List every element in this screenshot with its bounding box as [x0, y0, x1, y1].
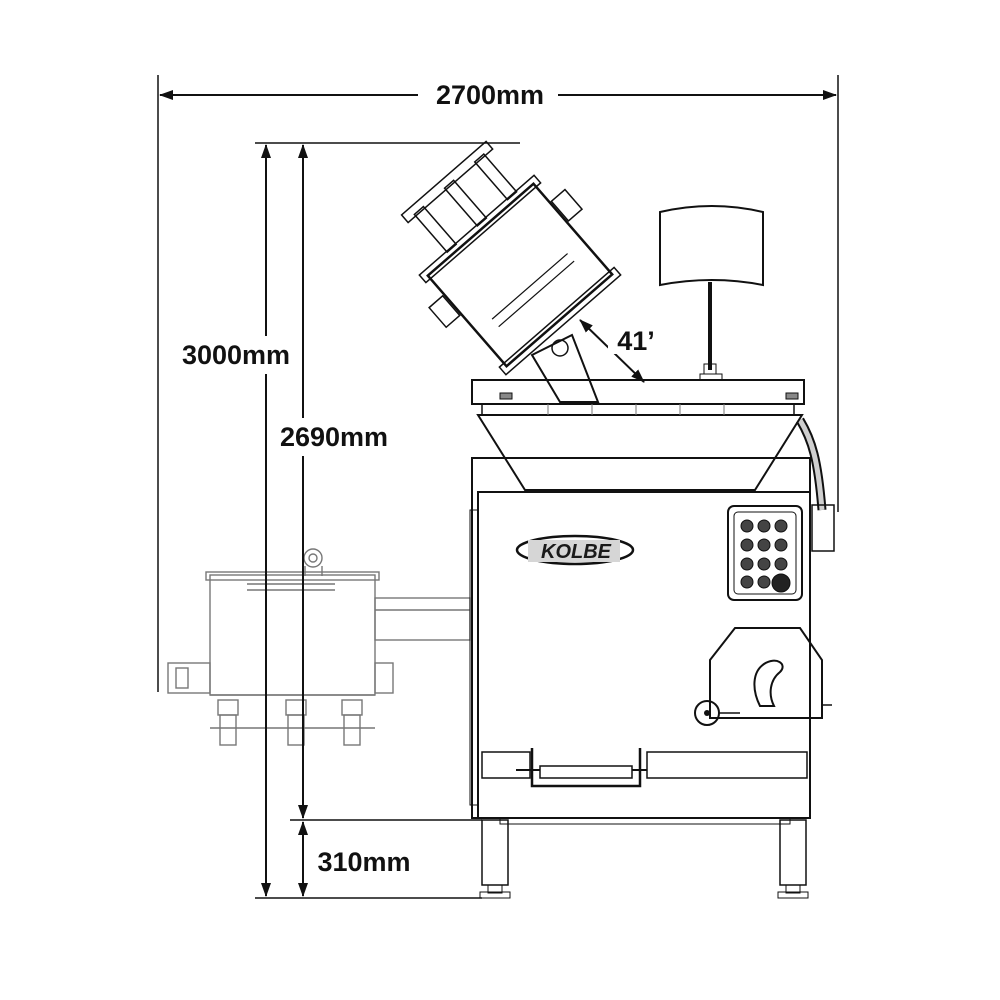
bottom-strips	[481, 748, 808, 788]
working-height-dimension: 2690mm	[280, 144, 482, 821]
outlet-head	[694, 627, 832, 726]
lift-column	[530, 333, 600, 403]
machine-legs	[479, 819, 809, 899]
leg-height-dimension: 310mm	[298, 821, 411, 897]
trolley-outline	[167, 548, 471, 746]
side-hose	[796, 417, 835, 552]
leg-height-label: 310mm	[317, 847, 410, 877]
hopper	[471, 379, 805, 491]
lamp-shade	[659, 205, 764, 381]
tilted-bin	[400, 140, 622, 376]
tilt-angle-label: 41’	[617, 326, 655, 356]
width-dimension: 2700mm	[157, 75, 839, 692]
width-label: 2700mm	[436, 80, 544, 110]
kolbe-logo: KOLBE	[515, 534, 635, 566]
height-dimension: 3000mm	[182, 142, 520, 899]
height-label: 3000mm	[182, 340, 290, 370]
machine-body	[469, 457, 811, 825]
tilt-angle-dimension: 41’	[579, 319, 662, 383]
control-panel	[727, 505, 803, 601]
working-height-label: 2690mm	[280, 422, 388, 452]
brand-label: KOLBE	[541, 541, 612, 563]
control-buttons	[740, 519, 791, 593]
